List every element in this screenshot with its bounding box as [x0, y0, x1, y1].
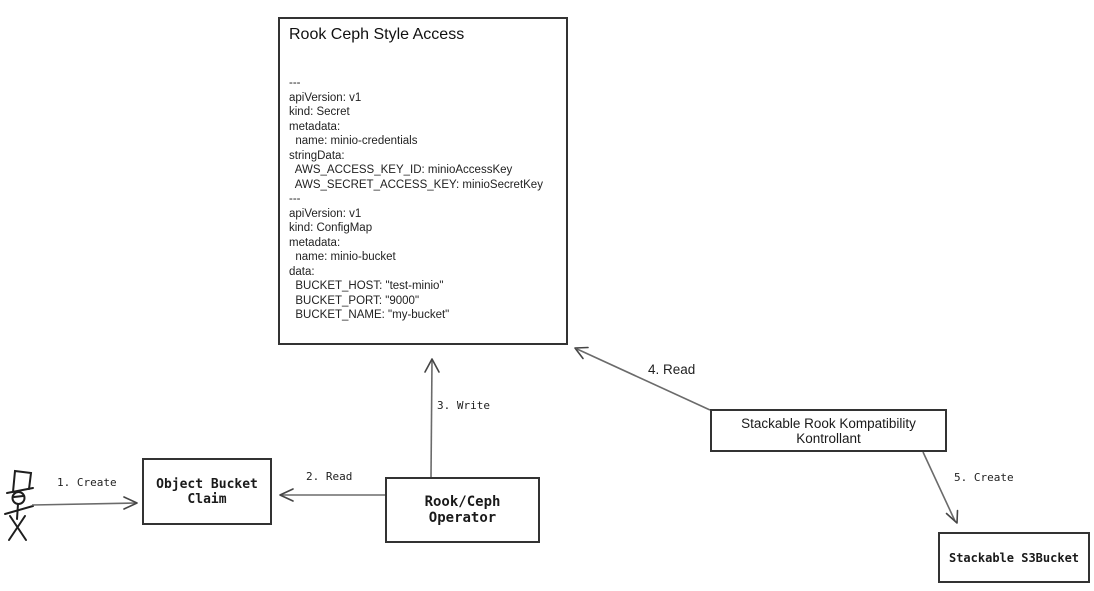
arrow-read-obc	[279, 488, 385, 502]
node-rook-ceph-style-access: Rook Ceph Style Access --- apiVersion: v…	[278, 17, 568, 345]
yaml-line: ---	[289, 193, 301, 205]
yaml-line: name: minio-credentials	[289, 135, 418, 147]
yaml-line: kind: Secret	[289, 106, 350, 118]
arrow-read-config	[574, 346, 711, 411]
yaml-line: apiVersion: v1	[289, 207, 362, 220]
arrow-label-read-config: 4. Read	[648, 362, 696, 377]
yaml-line: metadata:	[289, 120, 341, 133]
node-label: Object Bucket Claim	[156, 476, 258, 507]
yaml-line: data:	[289, 265, 315, 278]
yaml-block: --- apiVersion: v1 kind: Secret metadata…	[289, 76, 543, 323]
arrow-create-s3	[922, 451, 959, 524]
arrow-write-config	[424, 358, 440, 478]
yaml-line: stringData:	[289, 149, 345, 162]
arrow-label-read-obc: 2. Read	[306, 470, 353, 483]
node-rook-ceph-operator: Rook/Ceph Operator	[385, 477, 540, 543]
node-stackable-s3bucket: Stackable S3Bucket	[938, 532, 1090, 583]
stick-figure-user-icon	[4, 469, 34, 541]
yaml-line: metadata:	[289, 236, 341, 249]
yaml-line: BUCKET_PORT: "9000"	[289, 294, 420, 307]
yaml-line: BUCKET_NAME: "my-bucket"	[289, 309, 450, 321]
node-label: Stackable Rook Kompatibility Kontrollant	[741, 415, 916, 446]
yaml-line: BUCKET_HOST: "test-minio"	[289, 280, 444, 292]
yaml-line: name: minio-bucket	[289, 251, 396, 263]
yaml-line: ---	[289, 77, 301, 89]
arrow-label-write-config: 3. Write	[437, 399, 490, 412]
node-label: Stackable S3Bucket	[948, 550, 1080, 565]
node-label: Rook/Ceph Operator	[424, 494, 501, 526]
main-box-title: Rook Ceph Style Access	[289, 26, 465, 43]
yaml-line: apiVersion: v1	[289, 91, 362, 104]
node-object-bucket-claim: Object Bucket Claim	[142, 458, 272, 525]
arrow-create-obc	[31, 496, 138, 510]
yaml-line: AWS_SECRET_ACCESS_KEY: minioSecretKey	[289, 178, 543, 191]
arrow-label-create-obc: 1. Create	[57, 476, 117, 489]
node-stackable-rook-controller: Stackable Rook Kompatibility Kontrollant	[710, 409, 947, 452]
yaml-line: AWS_ACCESS_KEY_ID: minioAccessKey	[289, 164, 513, 176]
yaml-line: kind: ConfigMap	[289, 222, 373, 234]
arrow-label-create-s3: 5. Create	[954, 471, 1014, 484]
